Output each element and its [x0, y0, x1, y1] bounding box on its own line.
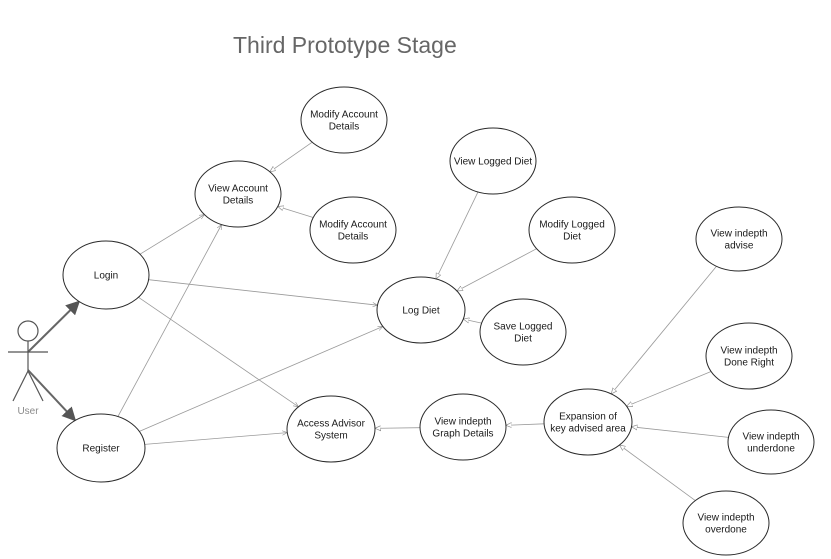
relation-actor-to-register	[27, 369, 77, 422]
relation-register-to-log_diet	[139, 326, 383, 432]
use-case-register[interactable]: Register	[56, 413, 146, 483]
use-case-label: overdone	[705, 525, 747, 536]
use-case-label: Log Diet	[402, 306, 439, 317]
use-case-label: System	[314, 431, 347, 442]
use-case-ellipse	[309, 196, 397, 264]
actor-left-leg	[12, 370, 29, 402]
use-case-label: Done Right	[724, 358, 774, 369]
use-case-label: Diet	[563, 232, 581, 243]
use-case-ellipse	[695, 206, 783, 272]
use-case-label: View Logged Diet	[454, 157, 532, 168]
relation-modify_account_1-to-view_account	[270, 141, 313, 172]
use-case-label: View indepth	[720, 346, 777, 357]
use-case-view-logged-diet[interactable]: View Logged Diet	[449, 127, 537, 195]
use-case-label: View Account	[208, 184, 268, 195]
use-case-ellipse	[682, 490, 770, 556]
relation-view_logged_diet-to-log_diet	[435, 191, 479, 279]
use-case-label: Register	[82, 444, 120, 455]
use-case-label: Expansion of	[559, 412, 617, 423]
use-case-label: Modify Account	[310, 110, 378, 121]
relation-view_graph-to-access_advisor	[375, 428, 421, 429]
use-case-ellipse	[62, 240, 150, 310]
use-case-label: Save Logged	[494, 322, 553, 333]
use-case-label: Modify Logged	[539, 220, 605, 231]
relation-view_overdone-to-expansion	[620, 445, 696, 501]
use-case-label: Diet	[514, 334, 532, 345]
diagram-title: Third Prototype Stage	[233, 32, 457, 58]
use-case-ellipse	[479, 298, 567, 366]
actor-right-leg	[27, 370, 44, 402]
use-case-label: View indepth	[742, 432, 799, 443]
relation-register-to-view_account	[117, 225, 222, 417]
relation-login-to-log_diet	[148, 279, 378, 306]
relation-login-to-view_account	[139, 215, 204, 255]
use-case-label: Details	[338, 232, 369, 243]
relation-register-to-access_advisor	[144, 433, 287, 445]
relation-view_done_right-to-expansion	[627, 371, 712, 407]
use-case-ellipse	[56, 413, 146, 483]
use-case-label: Login	[94, 271, 118, 282]
use-case-ellipse	[727, 409, 815, 475]
use-case-label: Modify Account	[319, 220, 387, 231]
use-case-label: Graph Details	[432, 429, 493, 440]
relation-modify_account_2-to-view_account	[278, 207, 314, 218]
use-case-ellipse	[449, 127, 537, 195]
use-case-label: Details	[329, 122, 360, 133]
relation-login-to-access_advisor	[138, 296, 299, 407]
relation-view_underdone-to-expansion	[632, 427, 729, 438]
use-case-label: advise	[725, 241, 754, 252]
use-case-label: Details	[223, 196, 254, 207]
use-case-label: View indepth	[697, 513, 754, 524]
use-case-ellipse	[300, 86, 388, 154]
use-case-label: underdone	[747, 444, 795, 455]
use-case-ellipse	[419, 393, 507, 461]
use-case-log-diet[interactable]: Log Diet	[376, 276, 466, 344]
use-case-ellipse	[194, 160, 282, 228]
user-actor	[8, 320, 48, 402]
relation-modify_logged_diet-to-log_diet	[457, 248, 537, 291]
relation-save_logged_diet-to-log_diet	[463, 319, 482, 324]
use-case-ellipse	[543, 388, 633, 456]
use-case-login[interactable]: Login	[62, 240, 150, 310]
relation-actor-to-login	[27, 300, 81, 353]
use-case-label: key advised area	[550, 424, 626, 435]
use-case-ellipse	[286, 395, 376, 463]
use-case-ellipse	[528, 196, 616, 264]
use-case-label: View indepth	[434, 417, 491, 428]
use-case-ellipse	[376, 276, 466, 344]
use-case-label: View indepth	[710, 229, 767, 240]
use-case-label: Access Advisor	[297, 419, 365, 430]
relation-view_advise-to-expansion	[611, 266, 717, 394]
actor-label: User	[17, 406, 39, 417]
actor-head	[17, 320, 39, 342]
relation-expansion-to-view_graph	[506, 424, 545, 426]
use-case-ellipse	[705, 322, 793, 390]
